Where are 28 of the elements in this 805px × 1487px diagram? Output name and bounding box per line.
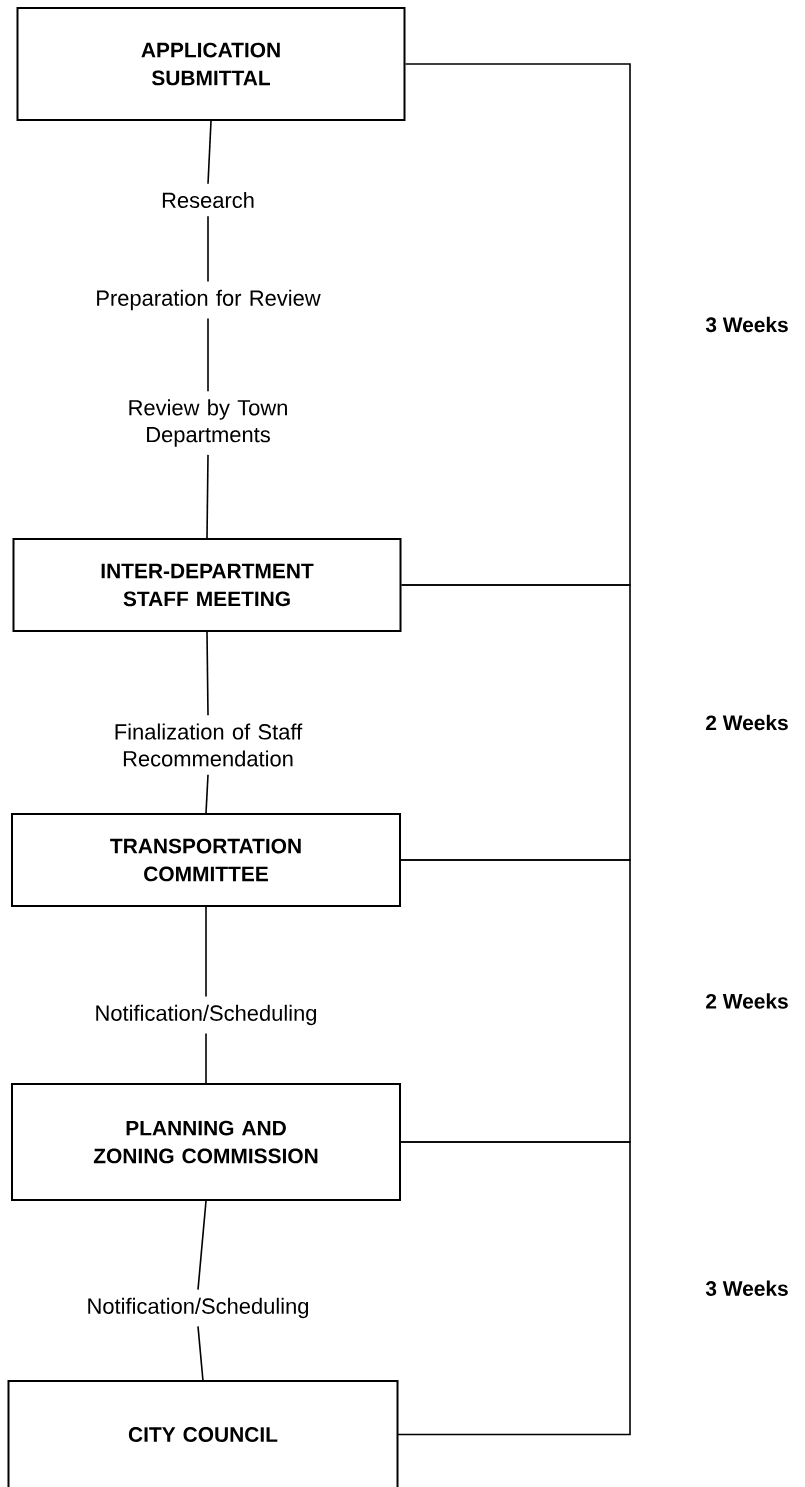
process-box: TRANSPORTATION COMMITTEE bbox=[11, 813, 401, 907]
connector-line bbox=[207, 215, 209, 283]
connector-line bbox=[197, 1325, 204, 1382]
bracket-line bbox=[396, 1141, 631, 1436]
connector-line bbox=[206, 454, 209, 539]
process-box: APPLICATION SUBMITTAL bbox=[16, 7, 406, 121]
step-label: Review by Town Departments bbox=[129, 399, 287, 447]
connector-line bbox=[206, 631, 209, 717]
connector-line bbox=[205, 773, 209, 814]
duration-label: 2 Weeks bbox=[706, 993, 788, 1009]
bracket-line bbox=[400, 859, 631, 1143]
step-label: Notification/Scheduling bbox=[88, 1297, 309, 1319]
step-label: Preparation for Review bbox=[97, 289, 321, 311]
step-label: Research bbox=[162, 191, 254, 209]
duration-label: 3 Weeks bbox=[705, 1280, 788, 1296]
process-box: PLANNING AND ZONING COMMISSION bbox=[11, 1083, 401, 1201]
duration-label: 2 Weeks bbox=[706, 714, 788, 731]
connector-line bbox=[205, 906, 207, 998]
step-label: Notification/Scheduling bbox=[96, 1004, 317, 1026]
process-box: INTER-DEPARTMENT STAFF MEETING bbox=[12, 538, 402, 632]
connector-line bbox=[205, 1032, 207, 1084]
process-box: CITY COUNCIL bbox=[7, 1380, 399, 1487]
connector-line bbox=[197, 1200, 207, 1291]
connector-line bbox=[207, 120, 212, 185]
bracket-line bbox=[400, 584, 631, 861]
connector-line bbox=[207, 317, 209, 392]
duration-label: 3 Weeks bbox=[705, 316, 788, 333]
step-label: Finalization of Staff Recommendation bbox=[115, 723, 303, 767]
